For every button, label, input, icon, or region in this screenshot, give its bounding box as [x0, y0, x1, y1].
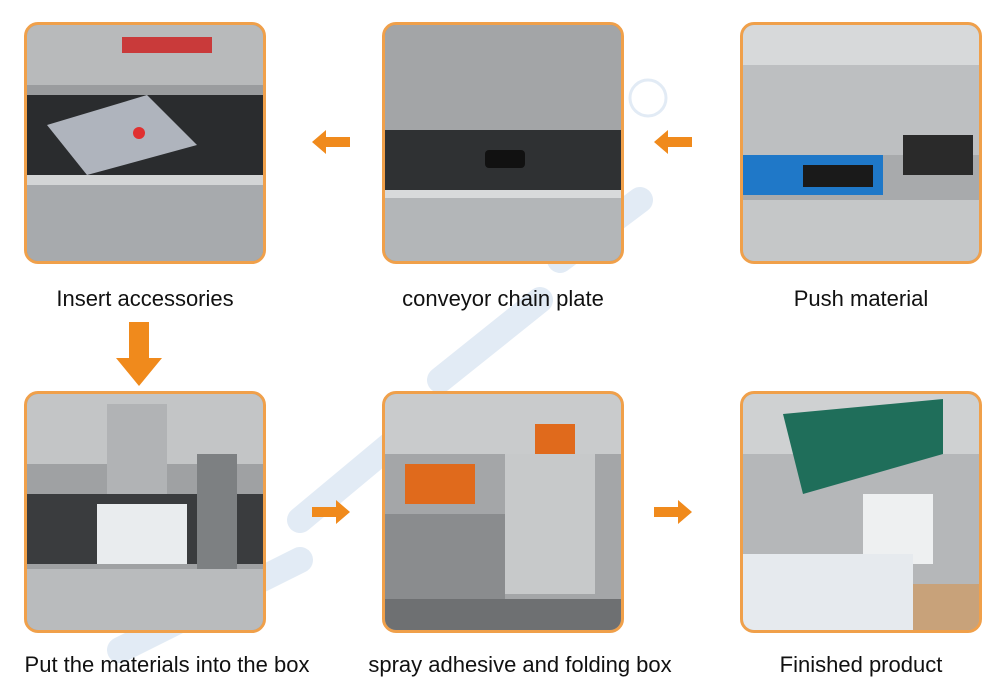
arrow-right-icon: [654, 498, 692, 526]
arrow-down-icon: [116, 322, 162, 386]
photo-spray-adhesive: [382, 391, 624, 633]
caption-spray-adhesive: spray adhesive and folding box: [368, 652, 672, 677]
caption-finished-product: Finished product: [779, 652, 943, 677]
caption-conveyor-chain-plate: conveyor chain plate: [402, 286, 604, 311]
photo-finished-product: [740, 391, 982, 633]
arrow-left-icon: [654, 128, 692, 156]
arrow-left-icon: [312, 128, 350, 156]
photo-insert-accessories: [24, 22, 266, 264]
caption-push-material: Push material: [793, 286, 929, 311]
photo-push-material: [740, 22, 982, 264]
photo-put-into-box: [24, 391, 266, 633]
photo-conveyor-chain-plate: [382, 22, 624, 264]
arrow-right-icon: [312, 498, 350, 526]
caption-put-into-box: Put the materials into the box: [24, 652, 310, 677]
caption-insert-accessories: Insert accessories: [56, 286, 234, 311]
